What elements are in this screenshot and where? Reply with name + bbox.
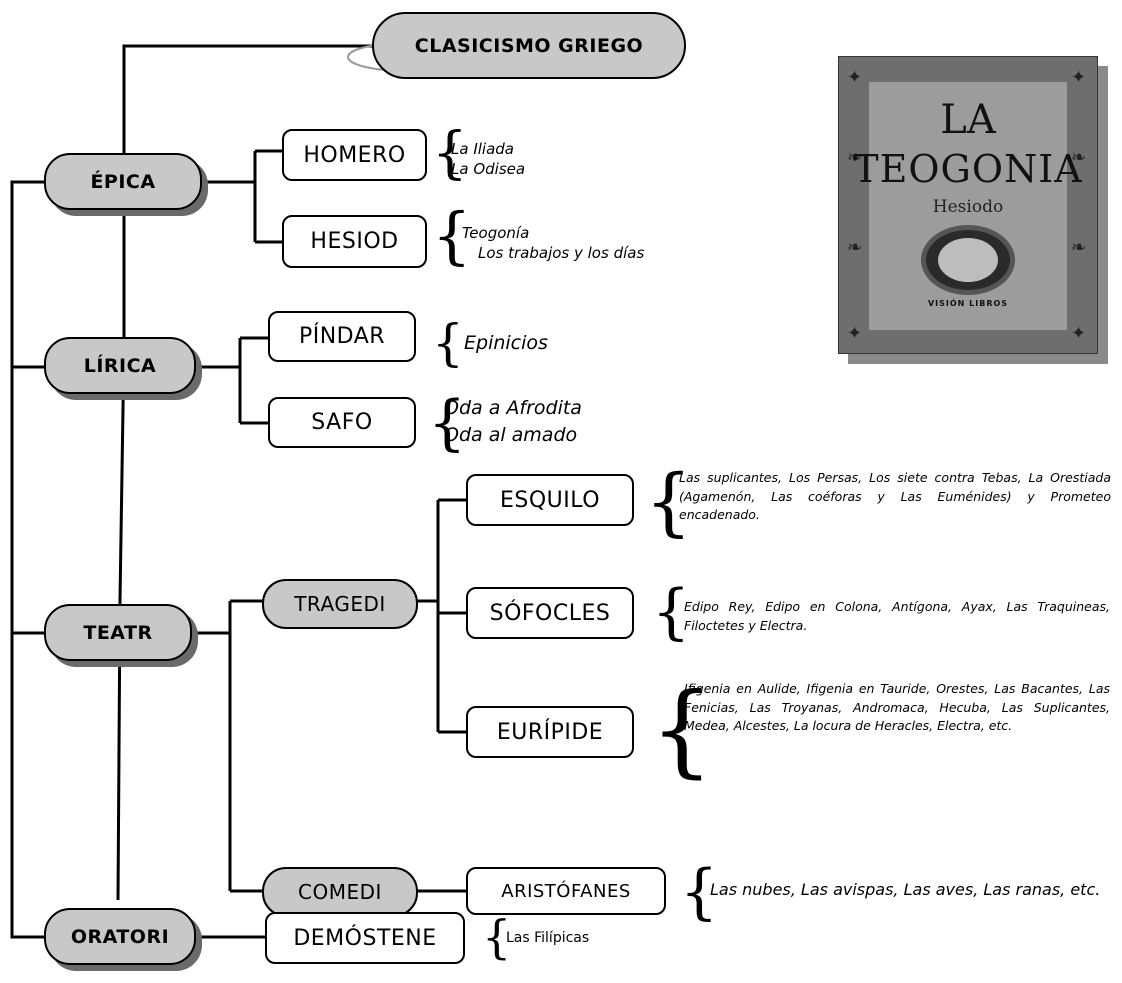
work-aristofanes-text: Las nubes, Las avispas, Las aves, Las ra…: [710, 880, 1101, 899]
ornament-icon: ❧: [847, 147, 863, 168]
work-euripides-text: Ifigenia en Aulide, Ifigenia en Tauride,…: [684, 681, 1110, 733]
title-label: CLASICISMO GRIEGO: [414, 34, 644, 57]
book-publisher: VISIÓN LIBROS: [927, 299, 1009, 308]
works-euripides: Ifigenia en Aulide, Ifigenia en Tauride,…: [684, 680, 1110, 736]
subgenre-label-comedia: COMEDI: [298, 880, 382, 904]
work-hesiodo-2: Los trabajos y los días: [478, 244, 645, 262]
book-cover-image: ✦ ✦ ✦ ✦ ❧ ❧ ❧ ❧ LA TEOGONIA Hesiodo VISI…: [838, 56, 1098, 354]
works-aristofanes: Las nubes, Las avispas, Las aves, Las ra…: [710, 880, 1120, 900]
brace-aristofanes: {: [680, 857, 719, 927]
works-esquilo: Las suplicantes, Los Persas, Los siete c…: [679, 469, 1111, 525]
work-homero-1: La Iliada: [451, 140, 514, 158]
brace-pindaro: {: [432, 314, 464, 372]
author-node-euripides: EURÍPIDE: [466, 706, 634, 758]
work-pindaro-1: Epinicios: [464, 332, 548, 354]
book-title-line1: LA: [940, 97, 996, 143]
brace-euripides: {: [650, 671, 714, 788]
author-label-sofocles: SÓFOCLES: [489, 600, 611, 626]
work-demostenes-text: Las Filípicas: [506, 930, 590, 946]
works-safo: Oda a Afrodita Oda al amado: [444, 395, 684, 449]
author-label-pindaro: PÍNDAR: [298, 324, 386, 349]
author-label-safo: SAFO: [311, 410, 373, 435]
brace-demostenes: {: [482, 910, 512, 964]
work-safo-2: Oda al amado: [444, 424, 578, 446]
genre-node-teatro: TEATR: [44, 604, 192, 661]
book-medallion: [921, 225, 1015, 295]
work-sofocles-text: Edipo Rey, Edipo en Colona, Antígona, Ay…: [684, 599, 1110, 633]
author-label-esquilo: ESQUILO: [499, 487, 601, 513]
work-homero-2: La Odisea: [451, 160, 526, 178]
ornament-icon: ✦: [847, 323, 863, 344]
brace-safo: {: [428, 388, 467, 458]
genre-label-epica: ÉPICA: [90, 170, 156, 193]
works-sofocles: Edipo Rey, Edipo en Colona, Antígona, Ay…: [684, 598, 1110, 635]
author-node-pindaro: PÍNDAR: [268, 311, 416, 362]
author-node-hesiodo: HESIOD: [282, 215, 427, 268]
work-esquilo-text: Las suplicantes, Los Persas, Los siete c…: [679, 470, 1111, 522]
book-title-line2: TEOGONIA: [853, 147, 1083, 191]
author-node-aristofanes: ARISTÓFANES: [466, 867, 666, 915]
brace-hesiodo: {: [432, 199, 472, 272]
book-author: Hesiodo: [932, 197, 1004, 217]
brace-sofocles: {: [652, 577, 691, 647]
ornament-icon: ❧: [1071, 147, 1087, 168]
subgenre-node-comedia: COMEDI: [262, 867, 418, 917]
genre-node-lirica: LÍRICA: [44, 337, 196, 394]
ornament-icon: ❧: [1071, 237, 1087, 258]
genre-label-oratoria: ORATORI: [70, 925, 170, 948]
work-safo-1: Oda a Afrodita: [444, 397, 582, 419]
works-demostenes: Las Filípicas: [506, 928, 706, 948]
works-homero: La Iliada La Odisea: [451, 139, 611, 179]
author-node-esquilo: ESQUILO: [466, 474, 634, 526]
ornament-icon: ✦: [1071, 323, 1087, 344]
subgenre-label-tragedia: TRAGEDI: [294, 592, 386, 616]
ornament-icon: ✦: [847, 67, 863, 88]
author-node-safo: SAFO: [268, 397, 416, 448]
author-label-euripides: EURÍPIDE: [496, 719, 604, 745]
work-hesiodo-1: Teogonía: [462, 224, 530, 242]
genre-node-oratoria: ORATORI: [44, 908, 196, 965]
author-node-sofocles: SÓFOCLES: [466, 587, 634, 639]
works-pindaro: Epinicios: [464, 330, 664, 357]
author-label-homero: HOMERO: [303, 142, 406, 168]
author-node-demostenes: DEMÓSTENE: [265, 912, 465, 964]
title-node: CLASICISMO GRIEGO: [372, 12, 686, 79]
ornament-icon: ❧: [847, 237, 863, 258]
genre-node-epica: ÉPICA: [44, 153, 202, 210]
genre-label-lirica: LÍRICA: [83, 354, 157, 377]
author-node-homero: HOMERO: [282, 129, 427, 181]
brace-homero: {: [432, 121, 468, 186]
subgenre-node-tragedia: TRAGEDI: [262, 579, 418, 629]
works-hesiodo: Teogonía Los trabajos y los días: [462, 223, 692, 263]
author-label-aristofanes: ARISTÓFANES: [501, 880, 631, 902]
brace-esquilo: {: [645, 459, 693, 545]
author-label-hesiodo: HESIOD: [310, 229, 399, 254]
ornament-icon: ✦: [1071, 67, 1087, 88]
genre-label-teatro: TEATR: [83, 621, 153, 644]
author-label-demostenes: DEMÓSTENE: [293, 925, 437, 951]
